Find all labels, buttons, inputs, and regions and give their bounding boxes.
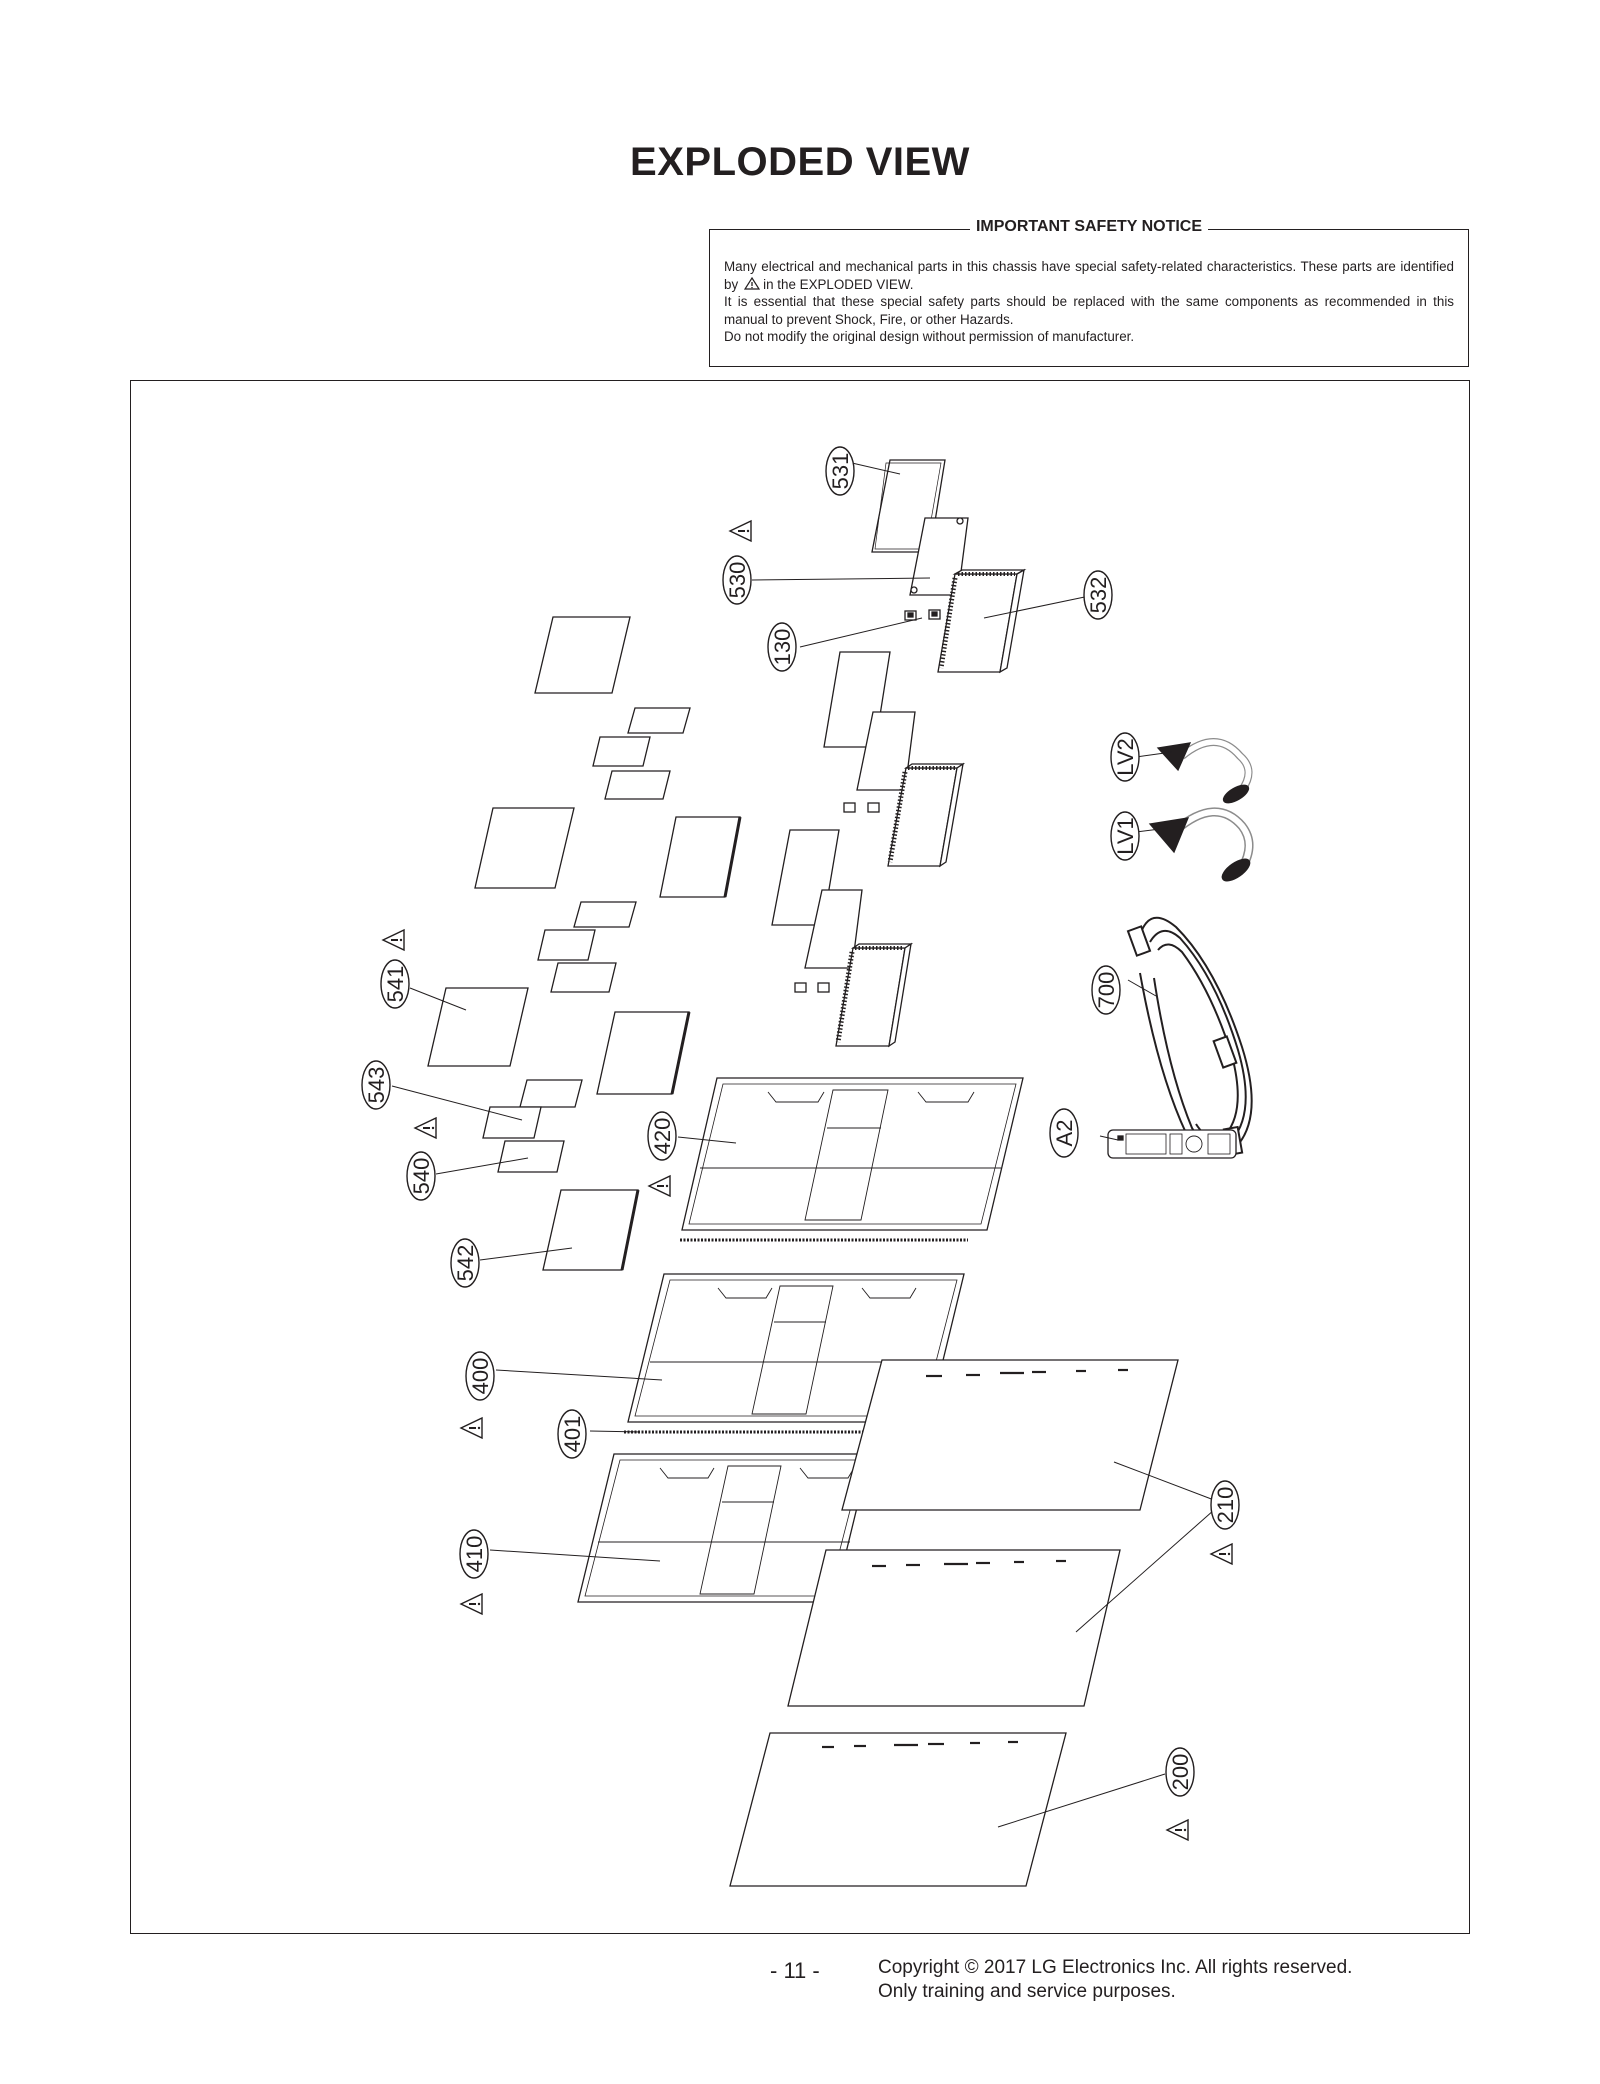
label-130: 130	[767, 622, 797, 672]
exploded-view-frame	[130, 380, 1470, 1934]
warning-icon	[460, 1593, 483, 1615]
part-210-panel	[787, 1359, 1179, 1707]
notice-text-1b: in the EXPLODED VIEW.	[763, 276, 914, 292]
part-540-main-board	[497, 1140, 565, 1173]
page-title: EXPLODED VIEW	[630, 140, 970, 184]
label-540: 540	[406, 1151, 436, 1201]
svg-text:532: 532	[1086, 577, 1111, 614]
part-130-brackets	[904, 609, 941, 621]
svg-text:530: 530	[725, 562, 750, 599]
safety-notice-body: Many electrical and mechanical parts in …	[724, 258, 1454, 346]
part-542-shield	[542, 1189, 640, 1271]
warning-icon	[729, 520, 752, 542]
copyright-text: Copyright © 2017 LG Electronics Inc. All…	[878, 1957, 1353, 1978]
svg-text:200: 200	[1168, 1754, 1193, 1791]
part-200-lcd-panel	[729, 1732, 1067, 1887]
label-532: 532	[1083, 570, 1113, 620]
part-420-back-cover	[680, 1077, 1024, 1242]
svg-text:LV1: LV1	[1113, 817, 1138, 855]
svg-text:541: 541	[383, 966, 408, 1003]
label-410: 410	[459, 1529, 489, 1579]
warning-icon	[1166, 1819, 1189, 1841]
svg-text:531: 531	[828, 453, 853, 490]
part-a2-remote-control	[1107, 1129, 1237, 1159]
label-531: 531	[825, 446, 855, 496]
notice-text-2: It is essential that these special safet…	[724, 294, 1454, 327]
part-lv1-cable	[1148, 807, 1254, 882]
svg-text:210: 210	[1213, 1487, 1238, 1524]
svg-text:401: 401	[560, 1416, 585, 1453]
label-400: 400	[465, 1351, 495, 1401]
notice-text-3: Do not modify the original design withou…	[724, 329, 1135, 344]
label-a2: A2	[1049, 1108, 1079, 1158]
label-700: 700	[1091, 965, 1121, 1015]
copyright-footer: Copyright © 2017 LG Electronics Inc. All…	[878, 1956, 1352, 2004]
notice-text-1: Many electrical and mechanical parts in …	[724, 259, 1454, 292]
warning-icon	[414, 1117, 437, 1139]
svg-text:410: 410	[462, 1536, 487, 1573]
label-543: 543	[361, 1060, 391, 1110]
warning-icon	[1210, 1543, 1233, 1565]
svg-text:542: 542	[453, 1245, 478, 1282]
label-420: 420	[647, 1111, 677, 1161]
safety-notice-box: IMPORTANT SAFETY NOTICE Many electrical …	[709, 218, 1469, 367]
page-number: - 11 -	[770, 1958, 820, 1983]
warning-icon	[460, 1417, 483, 1439]
part-700-power-cord	[1126, 916, 1253, 1157]
part-541-board-cover	[427, 987, 529, 1067]
label-401: 401	[557, 1409, 587, 1459]
safety-notice-title: IMPORTANT SAFETY NOTICE	[969, 218, 1209, 235]
part-532-power-unit	[937, 568, 1027, 674]
svg-text:700: 700	[1094, 972, 1119, 1009]
svg-text:A2: A2	[1052, 1120, 1077, 1147]
svg-text:543: 543	[364, 1067, 389, 1104]
svg-text:130: 130	[770, 629, 795, 666]
label-lv2: LV2	[1110, 732, 1140, 782]
label-210: 210	[1210, 1480, 1240, 1530]
svg-text:420: 420	[650, 1118, 675, 1155]
warning-icon	[648, 1175, 671, 1197]
label-542: 542	[450, 1238, 480, 1288]
svg-text:540: 540	[409, 1158, 434, 1195]
safety-warning-icon	[744, 276, 761, 290]
warning-icon	[382, 929, 405, 951]
part-lv2-cable	[1156, 738, 1253, 804]
purpose-text: Only training and service purposes.	[878, 1981, 1176, 2002]
label-530: 530	[722, 555, 752, 605]
label-200: 200	[1165, 1747, 1195, 1797]
label-lv1: LV1	[1110, 811, 1140, 861]
label-541: 541	[380, 959, 410, 1009]
part-543-board	[482, 1106, 542, 1139]
svg-text:LV2: LV2	[1113, 738, 1138, 776]
svg-text:400: 400	[468, 1358, 493, 1395]
